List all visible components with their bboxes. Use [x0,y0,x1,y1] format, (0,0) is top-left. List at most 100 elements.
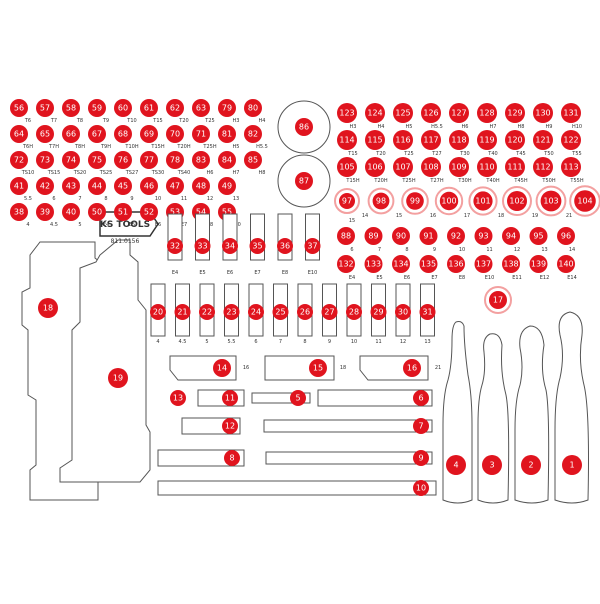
marker-number: 33 [197,242,207,251]
marker-45: 459 [114,177,134,202]
marker-label: 12 [514,247,520,253]
marker-number: 88 [341,232,351,241]
marker-number: 81 [222,130,232,139]
marker-label: E8 [282,270,288,276]
marker-label: T20 [375,151,385,157]
marker-label: T25 [403,151,413,157]
marker-label: H7 [490,124,497,130]
marker-label: T25H [401,178,415,184]
marker-number: 32 [170,242,180,251]
marker-label: 15 [396,213,402,219]
marker-number: 86 [299,123,309,132]
marker-label: E11 [512,275,522,281]
marker-label: T20H [176,144,190,150]
adapter-outlines [278,101,330,207]
marker-number: 134 [393,260,408,269]
marker-label: T6H [22,144,33,150]
marker-number: 87 [299,177,309,186]
marker-9: 9 [413,450,429,466]
marker-label: E7 [254,270,260,276]
marker-number: 121 [535,136,550,145]
marker-number: 21 [177,308,187,317]
marker-number: 57 [40,104,50,113]
marker-label: E7 [431,275,437,281]
marker-number: 43 [66,182,76,191]
bar-outline-10 [158,481,436,495]
marker-label: T7H [48,144,59,150]
marker-number: 139 [531,260,546,269]
marker-label: 7 [78,196,81,202]
marker-number: 128 [479,109,494,118]
marker-label: 5 [78,222,81,228]
marker-label: 8 [303,339,306,345]
marker-label: 19 [532,213,538,219]
marker-number: 140 [558,260,573,269]
marker-label: T9 [102,118,109,124]
marker-4: 4 [446,455,466,475]
marker-number: 98 [376,197,386,206]
marker-10: 10 [413,480,429,496]
marker-number: 51 [118,208,128,217]
marker-label: T55H [569,178,583,184]
marker-number: 49 [222,182,232,191]
marker-number: 92 [451,232,461,241]
marker-number: 117 [423,136,438,145]
marker-number: 93 [478,232,488,241]
marker-label: E6 [404,275,410,281]
marker-90: 908 [392,227,410,253]
handle-outline-2 [515,326,549,503]
marker-label: H5.5 [256,144,268,150]
marker-label: E10 [308,270,318,276]
deep-socket-outlines [170,356,428,380]
marker-label: 4 [156,339,159,345]
marker-number: 138 [503,260,518,269]
marker-label: E5 [129,222,135,228]
marker-87: 87 [295,172,313,190]
marker-8: 8 [224,450,240,466]
marker-label: 4.5 [179,339,187,345]
marker-label: T40H [485,178,499,184]
marker-label: T9H [100,144,111,150]
marker-number: 59 [92,104,102,113]
marker-number: 89 [368,232,378,241]
marker-number: 36 [280,242,290,251]
marker-label: TS15 [47,170,61,176]
marker-number: 47 [170,182,180,191]
marker-label: H5 [406,124,413,130]
marker-number: 102 [509,197,524,206]
marker-label: T25 [204,118,214,124]
body-outlines [22,240,150,500]
marker-label: T6 [24,118,31,124]
marker-label: 16 [430,213,436,219]
marker-label: E4 [349,275,355,281]
marker-label: 9 [433,247,436,253]
marker-label: T8 [76,118,83,124]
marker-number: 80 [248,104,258,113]
marker-number: 110 [479,163,494,172]
